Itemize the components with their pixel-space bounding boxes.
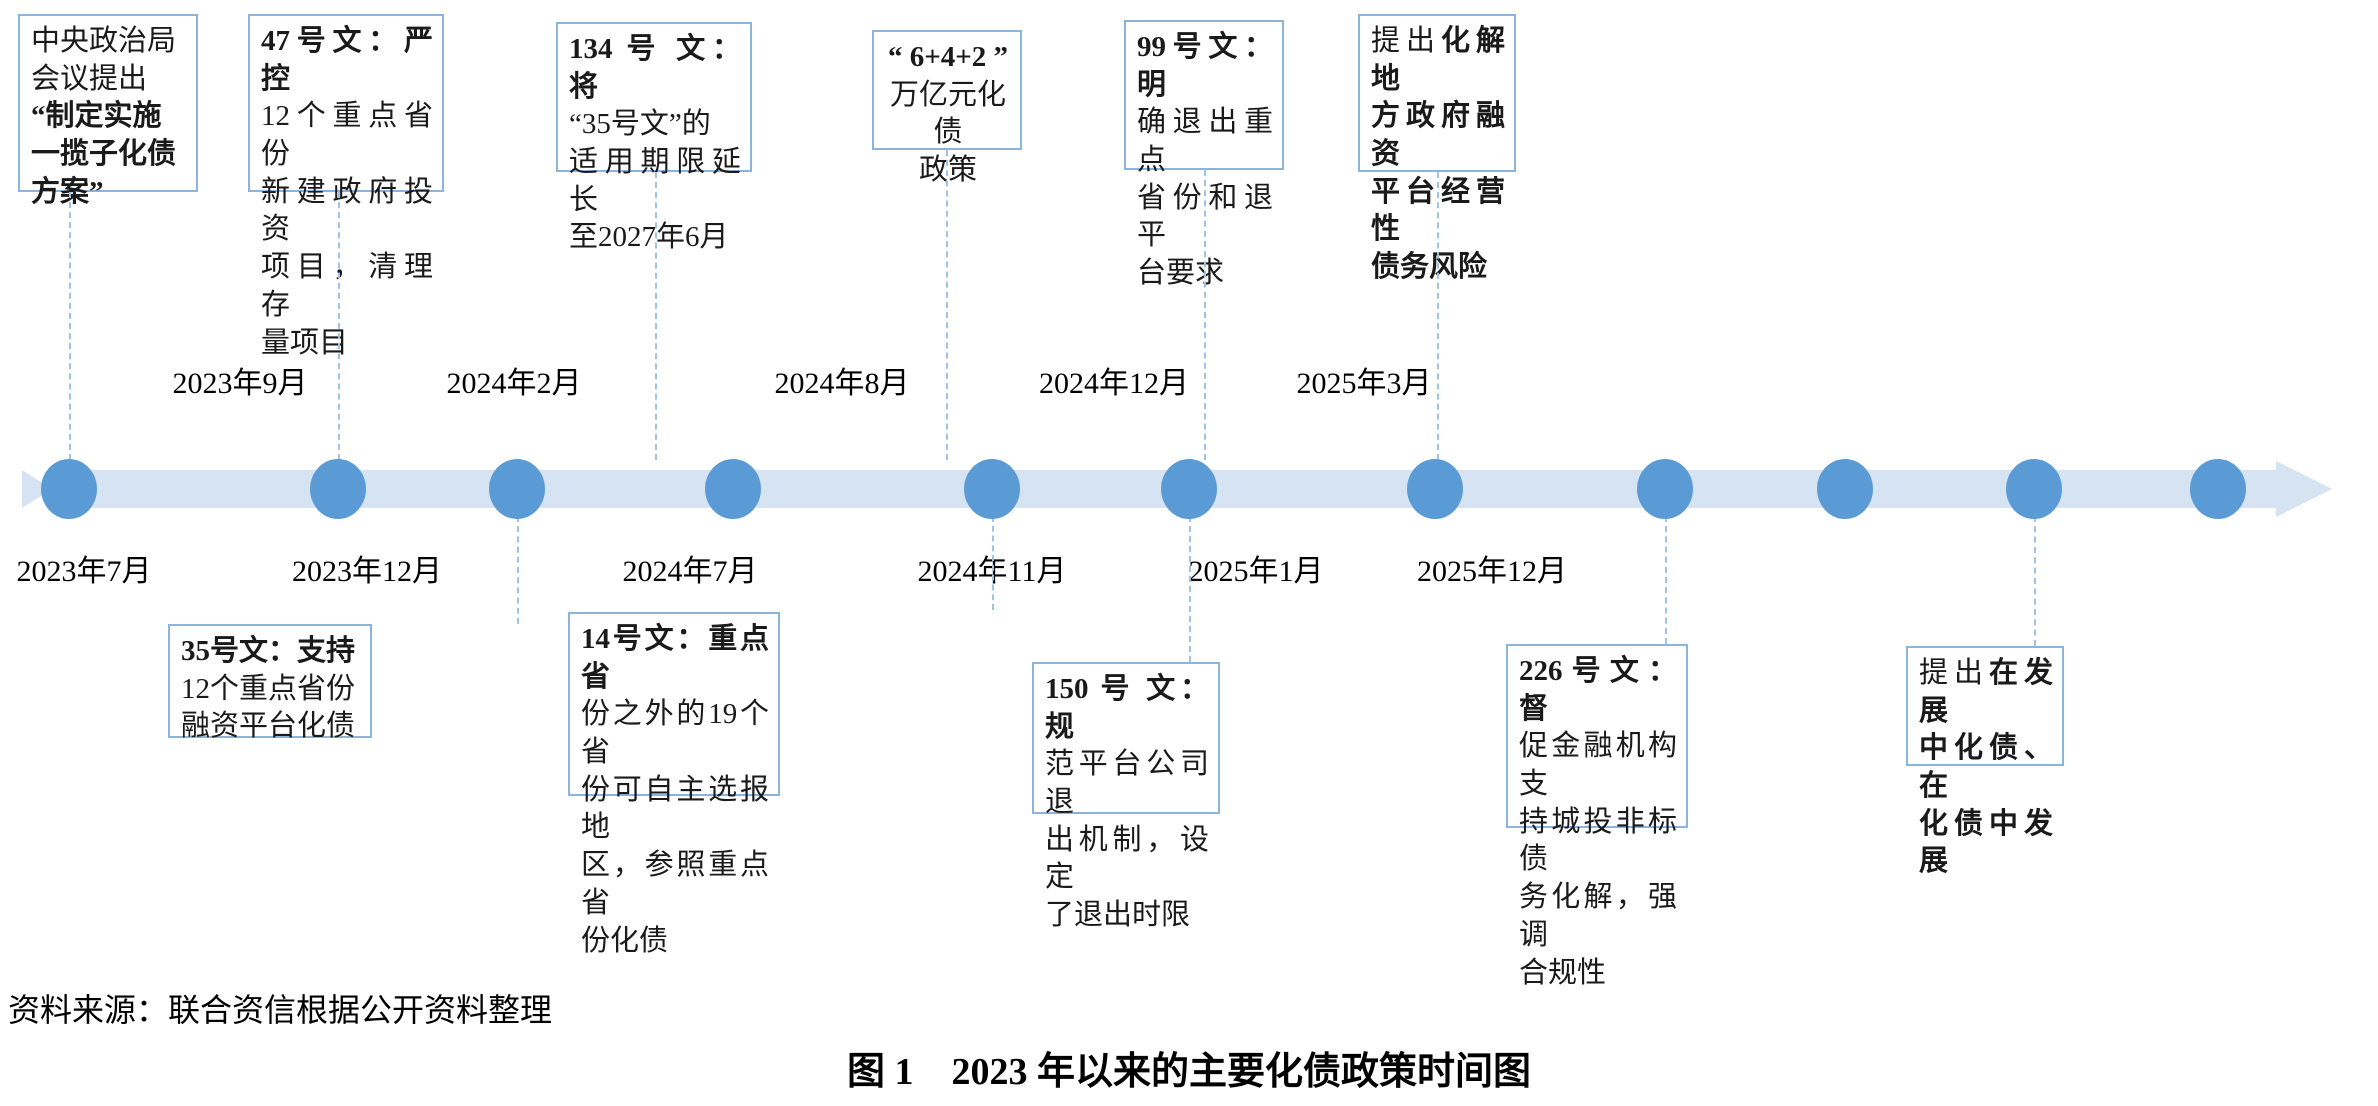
callout-line: 提出在发展 xyxy=(1919,657,2053,727)
callout-box-2024-11: “ 6+4+2 ” 万亿元化债 政策 xyxy=(872,30,1022,186)
timeline-node-2023-07[interactable] xyxy=(41,459,97,519)
leader-line-2023-07 xyxy=(69,192,71,460)
leader-line-2023-09 xyxy=(338,192,340,460)
callout-box-2025-03: 提出在发展 中化债、在 化债中发展 xyxy=(1906,646,2064,877)
callout-line: “制定实施 xyxy=(31,100,162,133)
callout-line: 12个重点省份 xyxy=(261,100,433,171)
callout-line-number: 226号文：督 xyxy=(1519,655,1677,725)
callout-line-number: 47号文：严控 xyxy=(261,25,433,95)
callout-line-number: 35号文：支持 xyxy=(181,635,356,667)
callout-line: 项目，清理存 xyxy=(261,251,433,321)
timeline-node-2024-08[interactable] xyxy=(1161,459,1217,519)
callout-line: “ 6+4+2 ” xyxy=(887,41,1009,73)
callout-line: 区，参照重点省 xyxy=(581,849,769,919)
callout-line: 一揽子化债 xyxy=(31,138,177,171)
callout-box-2024-07: 14号文：重点省 份之外的19个省 份可自主选报地 区，参照重点省 份化债 xyxy=(568,612,780,957)
callout-line: 方案” xyxy=(31,175,104,208)
timeline-node-2025-12[interactable] xyxy=(2190,459,2246,519)
leader-line-2025-03 xyxy=(2034,516,2036,646)
callout-line: 合规性 xyxy=(1519,956,1607,989)
callout-box-2025-12: 提出化解地 方政府融资 平台经营性 债务风险 xyxy=(1358,14,1516,283)
callout-line: 台要求 xyxy=(1137,257,1225,290)
timeline-node-2024-07[interactable] xyxy=(964,459,1020,519)
leader-line-2024-11 xyxy=(946,150,948,460)
callout-line-number: 134 号 文： 将 xyxy=(569,33,741,103)
leader-line-2024-08 xyxy=(1189,516,1191,662)
callout-line: 融资平台化债 xyxy=(181,710,356,743)
callout-line-number: 150 号 文： 规 xyxy=(1045,673,1209,743)
callout-line: 中化债、在 xyxy=(1919,732,2053,803)
callout-line: “35号文”的 xyxy=(569,108,711,141)
source-note: 资料来源：联合资信根据公开资料整理 xyxy=(8,992,553,1028)
leader-line-2024-12 xyxy=(1665,516,1667,644)
date-label-2023-07: 2023年7月 xyxy=(16,555,152,588)
callout-line: 化债中发展 xyxy=(1919,807,2053,878)
callout-box-2024-12: 226号文：督 促金融机构支 持城投非标债 务化解，强调 合规性 xyxy=(1506,644,1688,989)
date-label-2025-03: 2025年3月 xyxy=(1296,367,1432,400)
date-label-2024-07: 2024年7月 xyxy=(622,555,758,588)
leader-line-2024-02 xyxy=(655,172,657,460)
callout-line: 至2027年6月 xyxy=(569,221,729,254)
date-label-2024-12: 2024年12月 xyxy=(1039,367,1189,400)
callout-line-number: 99号文：明 xyxy=(1137,31,1273,101)
date-label-2024-11: 2024年11月 xyxy=(917,555,1067,588)
date-label-2023-12: 2023年12月 xyxy=(292,555,442,588)
timeline-node-2023-09[interactable] xyxy=(310,459,366,519)
callout-line: 范平台公司退 xyxy=(1045,748,1209,819)
date-label-2023-09: 2023年9月 xyxy=(172,367,308,400)
callout-line: 债务风险 xyxy=(1371,251,1488,284)
callout-line: 提出化解地 xyxy=(1371,25,1505,95)
callout-box-2024-08: 150 号 文： 规 范平台公司退 出机制，设定 了退出时限 xyxy=(1032,662,1220,931)
callout-box-2023-12: 35号文：支持 12个重点省份 融资平台化债 xyxy=(168,624,372,742)
callout-box-2025-01: 99号文：明 确退出重点 省份和退平 台要求 xyxy=(1124,20,1284,289)
axis-head-arrow xyxy=(2276,461,2332,517)
callout-line: 方政府融资 xyxy=(1371,100,1505,171)
callout-line: 12个重点省份 xyxy=(181,672,356,705)
callout-box-2023-07: 中央政治局 会议提出 “制定实施 一揽子化债 方案” xyxy=(18,14,198,208)
callout-line: 万亿元化债 xyxy=(889,78,1006,149)
callout-line: 量项目 xyxy=(261,326,349,359)
callout-line: 确退出重点 xyxy=(1137,106,1273,177)
date-label-2024-02: 2024年2月 xyxy=(446,367,582,400)
timeline-node-2025-03[interactable] xyxy=(2006,459,2062,519)
callout-line: 持城投非标债 xyxy=(1519,805,1677,876)
callout-line: 会议提出 xyxy=(31,62,148,95)
timeline-node-2023-12[interactable] xyxy=(489,459,545,519)
callout-line-number: 14号文：重点省 xyxy=(581,623,769,693)
timeline-node-2024-02[interactable] xyxy=(705,459,761,519)
callout-line: 份可自主选报地 xyxy=(581,773,769,844)
leader-line-2025-12 xyxy=(1437,172,1439,460)
callout-box-2023-09: 47号文：严控 12个重点省份 新建政府投资 项目，清理存 量项目 xyxy=(248,14,444,359)
callout-line: 份化债 xyxy=(581,924,669,957)
figure-title: 图 1 2023 年以来的主要化债政策时间图 xyxy=(846,1051,1531,1093)
callout-line: 新建政府投资 xyxy=(261,175,433,246)
leader-line-2024-07 xyxy=(992,516,994,610)
timeline-node-2025-01[interactable] xyxy=(1817,459,1873,519)
leader-line-2023-12 xyxy=(517,516,519,624)
date-label-2025-01: 2025年1月 xyxy=(1188,555,1324,588)
callout-line: 促金融机构支 xyxy=(1519,730,1677,801)
timeline-node-2024-11[interactable] xyxy=(1407,459,1463,519)
callout-box-2024-02: 134 号 文： 将 “35号文”的 适用期限延长 至2027年6月 xyxy=(556,22,752,253)
callout-line: 出机制，设定 xyxy=(1045,823,1209,894)
callout-line: 份之外的19个省 xyxy=(581,698,769,769)
date-label-2025-12: 2025年12月 xyxy=(1417,555,1567,588)
date-label-2024-08: 2024年8月 xyxy=(774,367,910,400)
callout-line: 务化解，强调 xyxy=(1519,881,1677,951)
leader-line-2025-01 xyxy=(1204,170,1206,460)
callout-line: 了退出时限 xyxy=(1045,899,1191,932)
timeline-node-2024-12[interactable] xyxy=(1637,459,1693,519)
callout-line: 中央政治局 xyxy=(31,25,177,57)
